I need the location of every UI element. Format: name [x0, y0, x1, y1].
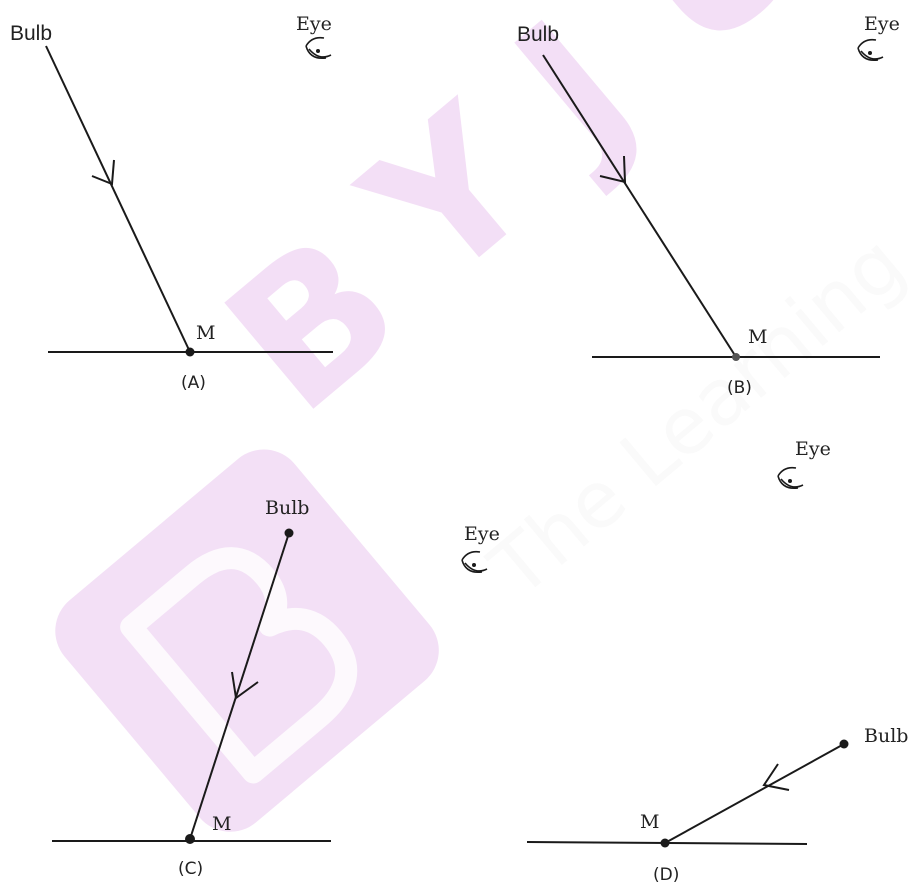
- panel-caption: (B): [727, 378, 752, 398]
- point-m-label: M: [748, 326, 767, 348]
- eye-icon: [461, 550, 488, 574]
- panel-d: Bulb M (D): [526, 725, 908, 885]
- bulb-label: Bulb: [517, 23, 559, 46]
- eye-icon: [305, 36, 332, 60]
- panel-c: Bulb Eye M (C): [52, 497, 500, 879]
- ray-arrowhead: [599, 155, 627, 184]
- eye-label: Eye: [795, 438, 831, 460]
- point-m-label: M: [196, 322, 215, 344]
- bulb-point: [284, 528, 294, 538]
- ray-arrowhead: [91, 159, 115, 186]
- panel-b: Bulb Eye M (B): [517, 13, 900, 398]
- watermark: B Y J U The Learning: [55, 0, 917, 832]
- bulb-label: Bulb: [10, 22, 52, 45]
- point-m: [732, 353, 740, 361]
- point-m: [185, 347, 195, 357]
- incident-ray: [189, 532, 290, 840]
- ray-arrowhead: [231, 671, 259, 700]
- eye-label: Eye: [296, 13, 332, 35]
- bulb-point: [839, 739, 849, 749]
- bulb-label: Bulb: [265, 497, 309, 519]
- panel-caption: (A): [181, 373, 206, 393]
- panel-caption: (D): [653, 865, 679, 885]
- panel-a: Bulb Eye M (A): [10, 13, 333, 393]
- eye-icon: [777, 466, 804, 490]
- incident-ray: [542, 54, 737, 358]
- svg-text:U: U: [587, 0, 847, 94]
- point-m: [185, 834, 195, 844]
- eye-label: Eye: [464, 523, 500, 545]
- watermark-logo: [55, 449, 439, 832]
- incident-ray: [45, 45, 191, 353]
- panel-caption: (C): [178, 859, 203, 879]
- point-m: [660, 838, 670, 848]
- panel-d-eye: Eye: [777, 438, 831, 490]
- point-m-label: M: [212, 813, 231, 835]
- incident-ray: [664, 743, 845, 844]
- svg-text:The Learning: The Learning: [474, 219, 917, 615]
- eye-icon: [857, 38, 884, 62]
- bulb-label: Bulb: [864, 725, 908, 747]
- eye-label: Eye: [864, 13, 900, 35]
- point-m-label: M: [640, 811, 659, 833]
- ray-arrowhead: [762, 763, 790, 791]
